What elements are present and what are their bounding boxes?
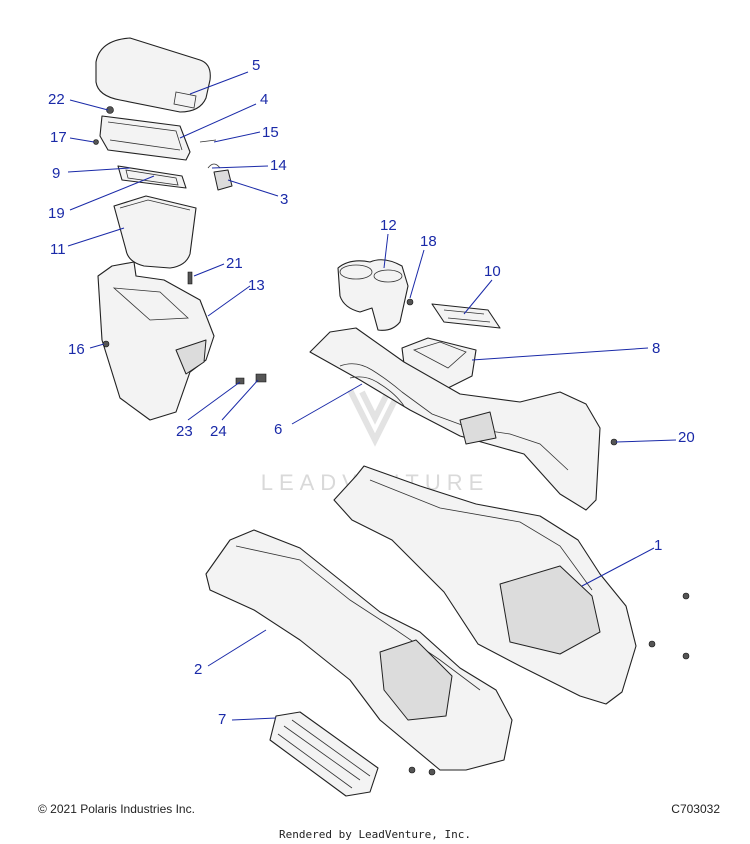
callout-3[interactable]: 3: [280, 191, 288, 208]
callout-23[interactable]: 23: [176, 423, 193, 440]
diagram-code: C703032: [671, 802, 720, 816]
watermark-mark: [347, 388, 403, 447]
screw-18-shape: [406, 298, 414, 306]
callout-12[interactable]: 12: [380, 217, 397, 234]
callout-19[interactable]: 19: [48, 205, 65, 222]
callout-20[interactable]: 20: [678, 429, 695, 446]
callout-8[interactable]: 8: [652, 340, 660, 357]
part-console-tray: [309, 327, 601, 511]
part-cover-plate: [431, 303, 501, 329]
fastener-shape: [682, 652, 690, 660]
part-right-panel: [333, 465, 637, 705]
fastener-23-shape: [235, 377, 245, 385]
part-cup-holder: [337, 259, 409, 331]
callout-18[interactable]: 18: [420, 233, 437, 250]
callout-2[interactable]: 2: [194, 661, 202, 678]
part-storage-frame: [99, 106, 191, 161]
callout-7[interactable]: 7: [218, 711, 226, 728]
callout-16[interactable]: 16: [68, 341, 85, 358]
callout-15[interactable]: 15: [262, 124, 279, 141]
callout-24[interactable]: 24: [210, 423, 227, 440]
callout-labels: 5 4 15 14 3 22 17 9 19 11 21 13 16 23 24…: [48, 57, 695, 728]
callout-4[interactable]: 4: [260, 91, 268, 108]
callout-1[interactable]: 1: [654, 537, 662, 554]
part-left-panel: [205, 529, 513, 771]
callout-21[interactable]: 21: [226, 255, 243, 272]
callout-9[interactable]: 9: [52, 165, 60, 182]
copyright-text: © 2021 Polaris Industries Inc.: [38, 802, 195, 816]
fastener-17-shape: [93, 139, 99, 145]
fastener-shape: [682, 592, 690, 600]
fastener-21-shape: [187, 271, 193, 285]
part-console-base: [97, 261, 215, 421]
callout-13[interactable]: 13: [248, 277, 265, 294]
callout-14[interactable]: 14: [270, 157, 287, 174]
leader-lines: [67, 71, 677, 721]
callout-11[interactable]: 11: [50, 241, 66, 258]
rendered-by-text: Rendered by LeadVenture, Inc.: [278, 828, 472, 841]
callout-6[interactable]: 6: [274, 421, 282, 438]
part-storage-bin: [113, 195, 197, 269]
callout-17[interactable]: 17: [50, 129, 67, 146]
fastener-shape: [408, 766, 416, 774]
part-latch: [207, 163, 233, 191]
fastener-shape: [428, 768, 436, 776]
part-armrest-lid: [95, 37, 211, 113]
part-grille: [269, 711, 379, 797]
callout-5[interactable]: 5: [252, 57, 260, 74]
callout-22[interactable]: 22: [48, 91, 65, 108]
part-pin: [199, 139, 217, 143]
fastener-shape: [648, 640, 656, 648]
callout-10[interactable]: 10: [484, 263, 501, 280]
fastener-24-shape: [255, 373, 267, 383]
